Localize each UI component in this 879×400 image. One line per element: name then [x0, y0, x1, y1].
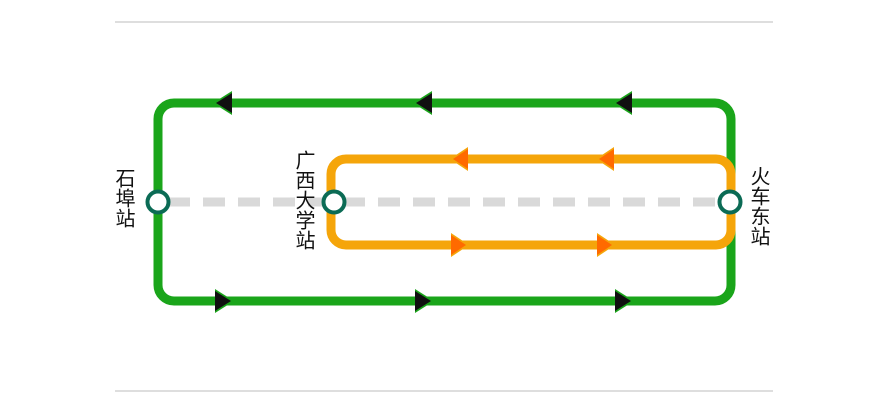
station-marker-huoche[interactable] [717, 189, 743, 215]
outer-arrow-left-1 [213, 91, 232, 115]
outer-arrow-left-3 [613, 91, 632, 115]
inner-top-arrows [450, 147, 614, 171]
outer-arrow-right-2 [415, 289, 434, 313]
outer-arrow-right-1 [215, 289, 234, 313]
outer-arrow-right-3 [615, 289, 634, 313]
inner-arrow-left-1 [450, 147, 468, 171]
station-label-shibu: 石埠站 [112, 168, 136, 228]
inner-arrow-left-2 [596, 147, 614, 171]
inner-arrow-right-2 [597, 233, 615, 257]
inner-bottom-arrows [451, 233, 615, 257]
station-label-huoche: 火车东站 [747, 166, 771, 246]
outer-arrow-left-2 [413, 91, 432, 115]
station-label-guangxi: 广西大学站 [292, 150, 316, 250]
station-marker-shibu[interactable] [145, 189, 171, 215]
outer-top-arrows [213, 91, 632, 115]
inner-arrow-right-1 [451, 233, 469, 257]
station-marker-guangxi[interactable] [321, 189, 347, 215]
outer-bottom-arrows [215, 289, 634, 313]
